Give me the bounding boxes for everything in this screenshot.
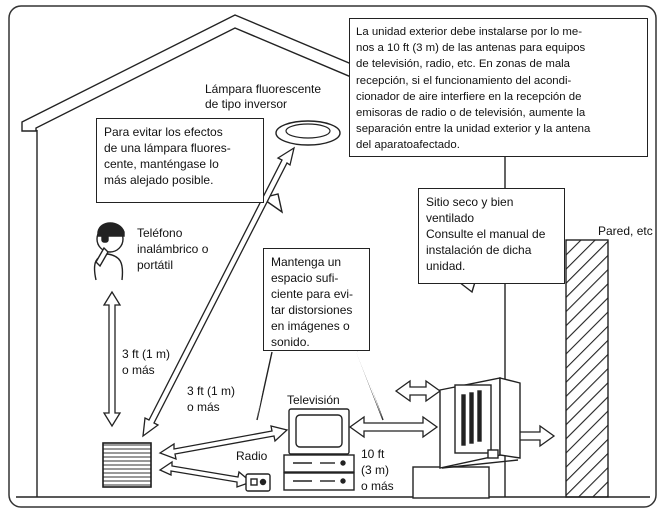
television-icon	[283, 408, 355, 491]
arrow-tv-to-outdoor	[348, 415, 439, 439]
dry-place-note: Sitio seco y bien ventilado Consulte el …	[418, 188, 565, 284]
phone-user-icon	[93, 222, 125, 281]
arrow-vertical-1m	[102, 290, 122, 428]
outdoor-unit-note: La unidad exterior debe instalarse por l…	[349, 18, 648, 157]
distance-1m-vertical-label: 3 ft (1 m) o más	[122, 347, 171, 377]
tv-space-note: Mantenga un espacio sufi- ciente para ev…	[263, 248, 370, 351]
distance-3m-label: 10 ft (3 m) o más	[361, 447, 394, 493]
radio-label: Radio	[236, 449, 268, 463]
arrow-outdoor-left	[394, 379, 442, 403]
indoor-unit-icon	[102, 442, 152, 488]
arrow-indoor-to-radio	[158, 460, 253, 488]
outdoor-unit-icon	[412, 377, 521, 499]
arrow-indoor-to-tv	[158, 425, 289, 461]
arrow-diagonal-1m	[142, 146, 295, 438]
lamp-note: Para evitar los efectos de una lámpara f…	[96, 118, 264, 203]
wall-label: Pared, etc	[598, 224, 653, 238]
phone-label: Teléfono inalámbrico o portátil	[137, 226, 209, 272]
wall-hatch-icon	[565, 239, 609, 498]
fluorescent-lamp-label: Lámpara fluorescente de tipo inversor	[205, 82, 322, 111]
fluorescent-lamp-icon	[275, 120, 341, 146]
frame-border	[8, 5, 657, 508]
television-label: Televisión	[287, 393, 340, 407]
distance-1m-diagonal-label: 3 ft (1 m) o más	[187, 384, 236, 414]
radio-icon	[245, 473, 271, 492]
